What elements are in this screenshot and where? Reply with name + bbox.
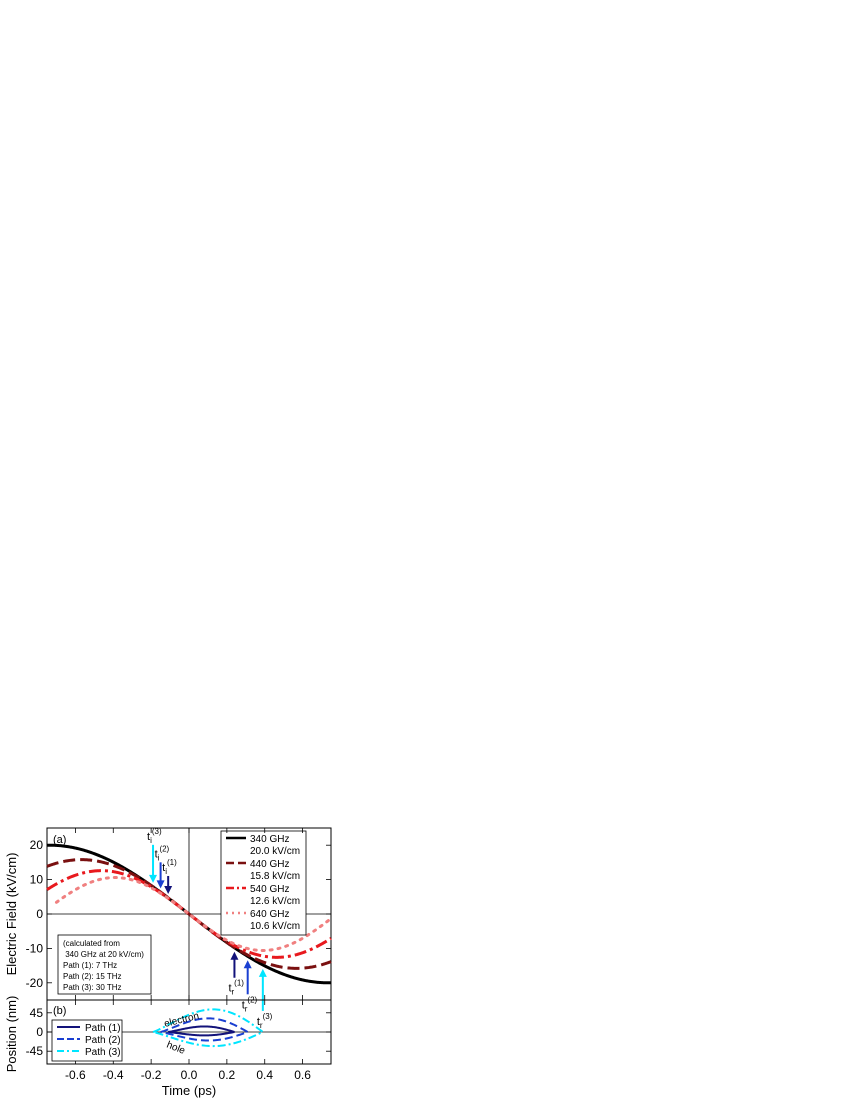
- note-line-4: Path (2): 15 THz: [63, 972, 122, 981]
- arrow-label-sup: (1): [234, 979, 244, 988]
- legend-sublabel: 12.6 kV/cm: [250, 896, 300, 907]
- y-tick-label: 45: [30, 1006, 44, 1020]
- arrow-label-sub: r: [232, 988, 235, 997]
- arrow-head: [149, 874, 158, 883]
- arrow-head: [156, 880, 165, 889]
- legend-b-entries: Path (1)Path (2)Path (3): [57, 1023, 121, 1058]
- note-line-2: 340 GHz at 20 kV/cm): [63, 950, 144, 959]
- panel-a: (a) ti(3)ti(2)ti(1)tr(1)tr(2)tr(3) -20-1…: [4, 827, 333, 1030]
- x-axis-ticks: -0.6 -0.4 -0.2 0.0 0.2 0.4 0.6: [65, 828, 311, 1082]
- y-tick-label: 0: [36, 1025, 43, 1039]
- panel-a-series: [46, 843, 333, 985]
- arrow-label: tr(2): [242, 995, 258, 1013]
- legend-b-label: Path (1): [85, 1023, 121, 1034]
- panel-a-note: (calculated from 340 GHz at 20 kV/cm) Pa…: [57, 934, 152, 995]
- legend-label: 640 GHz: [250, 909, 289, 920]
- panel-a-label: (a): [53, 834, 66, 846]
- legend-sublabel: 20.0 kV/cm: [250, 846, 300, 857]
- arrow-label-sup: (3): [152, 827, 162, 836]
- arrow-label: tr(3): [257, 1012, 273, 1030]
- trajectory-path-2: [160, 1017, 251, 1042]
- legend-label: 340 GHz: [250, 834, 289, 845]
- note-box: [57, 934, 152, 995]
- arrow-label-sup: (1): [167, 858, 177, 867]
- hole-label: hole: [165, 1040, 187, 1057]
- panel-a-y-axis-label: Electric Field (kV/cm): [4, 853, 19, 976]
- panel-b-y-axis-label: Position (nm): [4, 996, 19, 1073]
- panel-b-y-ticks: 45 0 -45: [26, 1006, 331, 1058]
- x-axis-label: Time (ps): [162, 1083, 216, 1098]
- legend-box: [220, 830, 307, 936]
- x-tick-label: 0.6: [294, 1068, 311, 1082]
- series-line-440ghz: [46, 858, 332, 970]
- panel-b-label: (b): [53, 1005, 66, 1017]
- legend-label: 440 GHz: [250, 859, 289, 870]
- x-tick-label: 0.0: [181, 1068, 198, 1082]
- arrow-label: ti(1): [162, 858, 177, 876]
- x-tick-label: 0.2: [219, 1068, 236, 1082]
- arrow-label-sub: r: [245, 1004, 248, 1013]
- arrow-label-sub: i: [158, 853, 160, 862]
- legend-b-label: Path (3): [85, 1047, 121, 1058]
- arrow-label-sub: i: [165, 867, 167, 876]
- y-tick-label: 10: [30, 873, 44, 887]
- arrow-head: [258, 968, 267, 977]
- y-tick-label: -10: [26, 941, 44, 955]
- legend-b-label: Path (2): [85, 1035, 121, 1046]
- legend-sublabel: 10.6 kV/cm: [250, 921, 300, 932]
- x-tick-label: -0.2: [141, 1068, 162, 1082]
- legend-label: 540 GHz: [250, 884, 289, 895]
- arrow-label: tr(1): [228, 979, 244, 997]
- trajectory-path-3: [152, 1008, 265, 1048]
- arrow-label: ti(3): [147, 827, 162, 845]
- panel-b-series: [152, 1008, 265, 1048]
- x-tick-label: -0.4: [103, 1068, 124, 1082]
- arrow-label-sup: (3): [263, 1012, 273, 1021]
- arrow-label-sub: r: [260, 1021, 263, 1030]
- arrow-head: [164, 885, 173, 894]
- note-line-1: (calculated from: [63, 939, 120, 948]
- x-tick-label: -0.6: [65, 1068, 86, 1082]
- panel-a-y-ticks: -20 -10 0 10 20: [26, 838, 331, 990]
- y-tick-label: 0: [36, 907, 43, 921]
- arrow-label-sup: (2): [159, 844, 169, 853]
- arrow-label-sub: i: [150, 836, 152, 845]
- x-tick-label: 0.4: [256, 1068, 273, 1082]
- series-line-540ghz: [46, 869, 332, 959]
- note-line-5: Path (3): 30 THz: [63, 983, 122, 992]
- arrow-head: [230, 951, 239, 960]
- y-tick-label: -20: [26, 976, 44, 990]
- y-tick-label: -45: [26, 1044, 44, 1058]
- note-line-3: Path (1): 7 THz: [63, 961, 117, 970]
- panel-b-legend: Path (1)Path (2)Path (3): [51, 1019, 123, 1062]
- legend-sublabel: 15.8 kV/cm: [250, 871, 300, 882]
- y-tick-label: 20: [30, 838, 44, 852]
- trajectory-path-1: [168, 1025, 235, 1037]
- arrow-head: [243, 960, 252, 969]
- series-line-640ghz: [54, 876, 333, 952]
